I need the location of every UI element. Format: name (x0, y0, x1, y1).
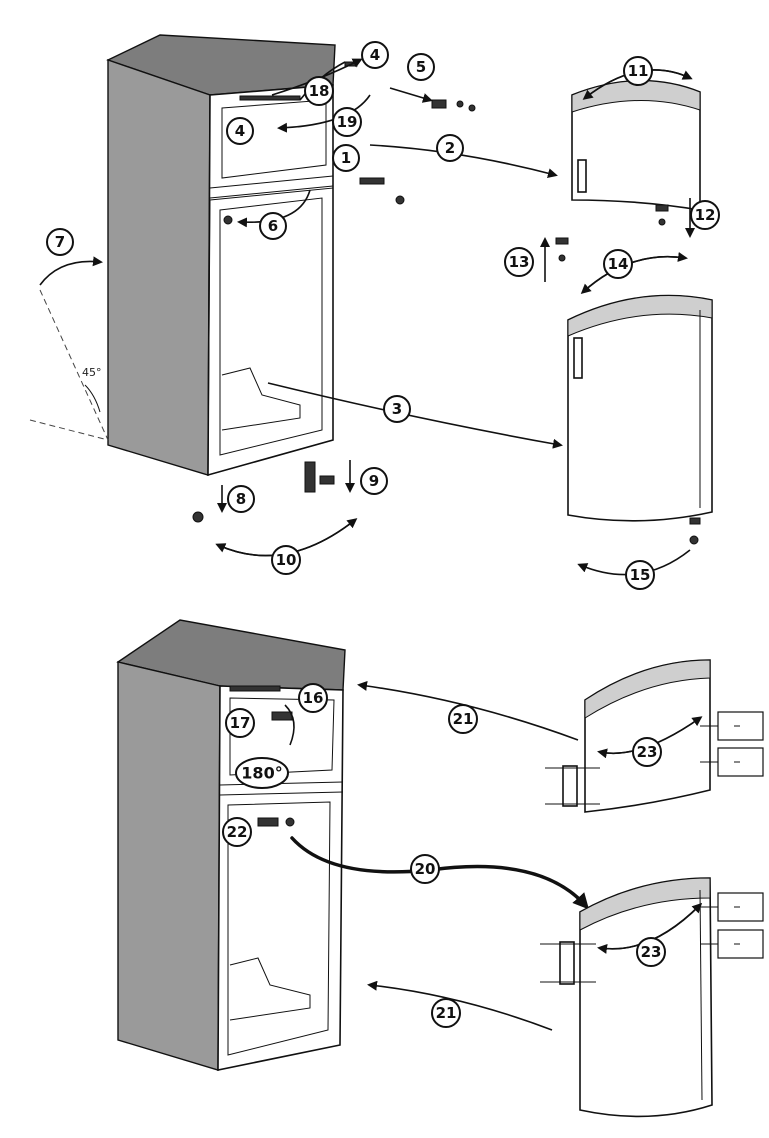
step-label-1: 1 (332, 144, 360, 172)
svg-text:22: 22 (227, 823, 248, 841)
fridge-door-top (567, 294, 713, 522)
svg-text:7: 7 (55, 233, 65, 251)
svg-text:1: 1 (341, 149, 351, 167)
step-label-20: 20 (410, 854, 440, 884)
step-label-9: 9 (360, 467, 388, 495)
step-label-11: 11 (623, 56, 653, 86)
step-label-23: 23 (632, 737, 662, 767)
bottom-fridge-side-panel (117, 661, 221, 1071)
svg-text:8: 8 (236, 490, 246, 508)
arrow-3 (267, 382, 563, 449)
cap-box-2 (717, 747, 764, 777)
bottom-fridge-crisper (229, 957, 311, 1021)
svg-text:23: 23 (641, 943, 662, 961)
step-label-14: 14 (603, 249, 633, 279)
svg-text:23: 23 (637, 743, 658, 761)
svg-text:21: 21 (453, 710, 474, 728)
top-hinge-bar (239, 95, 301, 101)
top-fridge-freezer-compartment (221, 99, 327, 179)
svg-text:16: 16 (303, 689, 324, 707)
svg-text:21: 21 (436, 1004, 457, 1022)
fridge-door-handle (573, 337, 583, 379)
svg-text:9: 9 (369, 472, 379, 490)
top-hinge-part (431, 99, 447, 109)
arrow-5 (389, 87, 433, 103)
arrow-7 (39, 256, 103, 286)
arrow-6 (237, 189, 311, 228)
bottom-hinge-part (304, 461, 316, 493)
step-label-21: 21 (448, 704, 478, 734)
step-label-23b: 23 (636, 937, 666, 967)
step-label-6: 6 (259, 212, 287, 240)
bottom-fridge-fridge-compartment (227, 801, 331, 1056)
freezer-door-handle-new (562, 765, 578, 807)
svg-text:15: 15 (630, 566, 651, 584)
step-label-21b: 21 (431, 998, 461, 1028)
top-fridge-fridge-compartment (219, 197, 323, 456)
svg-text:5: 5 (416, 58, 426, 76)
step-label-2: 2 (436, 134, 464, 162)
step-label-4b: 4 (226, 117, 254, 145)
svg-text:6: 6 (268, 217, 278, 235)
step-label-8: 8 (227, 485, 255, 513)
cap-box-1 (717, 711, 764, 741)
step-label-17: 17 (225, 708, 255, 738)
svg-text:11: 11 (628, 62, 649, 80)
svg-text:19: 19 (337, 113, 358, 131)
step-label-5: 5 (407, 53, 435, 81)
freezer-door-handle (577, 159, 587, 193)
tilt-indicator: 45° (29, 289, 109, 441)
rotation-oval (235, 757, 289, 789)
middle-hinge-part-new (257, 817, 279, 827)
top-fridge-crisper (221, 367, 301, 431)
step-label-13: 13 (504, 247, 534, 277)
adjustable-foot (192, 511, 204, 523)
svg-text:17: 17 (230, 714, 251, 732)
fridge-door-handle-new (559, 941, 575, 985)
step-label-4: 4 (361, 41, 389, 69)
svg-text:10: 10 (276, 551, 297, 569)
svg-text:4: 4 (235, 122, 245, 140)
step-label-18: 18 (304, 76, 334, 106)
freezer-door-top (571, 79, 701, 211)
svg-text:3: 3 (392, 400, 402, 418)
top-fridge-side-panel (107, 59, 211, 476)
top-fridge (106, 34, 476, 523)
svg-text:18: 18 (309, 82, 330, 100)
step-label-16: 16 (298, 683, 328, 713)
svg-text:4: 4 (370, 46, 380, 64)
svg-text:20: 20 (415, 860, 436, 878)
step-label-3: 3 (383, 395, 411, 423)
step-labels: 1 2 3 4 4 5 6 7 8 9 10 11 12 13 14 15 16… (46, 41, 720, 1028)
step-label-19: 19 (332, 107, 362, 137)
svg-text:2: 2 (445, 139, 455, 157)
top-fridge-front (207, 84, 334, 477)
angle-label: 45° (82, 366, 102, 379)
step-label-12: 12 (690, 200, 720, 230)
cap-box-4 (717, 929, 764, 959)
step-label-10: 10 (271, 545, 301, 575)
middle-hinge-part (359, 177, 385, 185)
step-label-15: 15 (625, 560, 655, 590)
svg-text:13: 13 (509, 253, 530, 271)
svg-text:14: 14 (608, 255, 629, 273)
svg-text:12: 12 (695, 206, 716, 224)
top-hinge-part-rotated (271, 711, 293, 721)
step-label-7: 7 (46, 228, 74, 256)
freezer-door-bottom (545, 659, 711, 813)
step-label-22: 22 (222, 817, 252, 847)
rotation-label: 180° (241, 764, 282, 783)
fridge-door-bottom (540, 877, 713, 1118)
arrow-21-bottom (367, 980, 553, 1031)
cap-box-3 (717, 892, 764, 922)
